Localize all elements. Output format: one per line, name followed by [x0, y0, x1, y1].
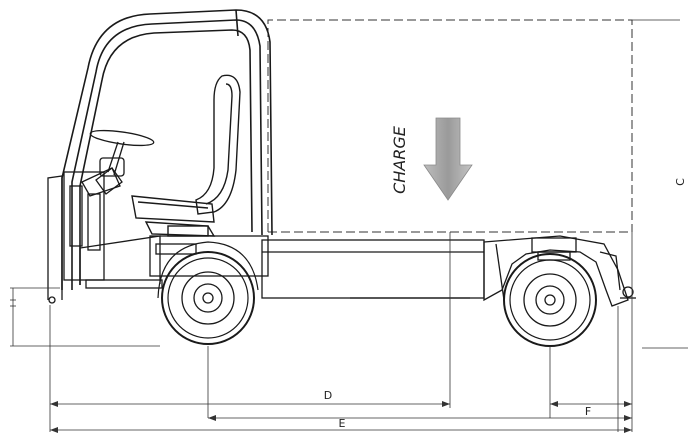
charge-arrow-icon [423, 117, 473, 201]
dimension-wheelbase [208, 415, 632, 421]
driver-seat [131, 74, 241, 237]
dimension-f-label: F [585, 405, 591, 418]
rear-wheel [503, 253, 597, 347]
steering-wheel [89, 129, 155, 195]
dimension-left-height [10, 287, 160, 347]
dimension-c: C [632, 19, 688, 349]
dimension-e-label: E [339, 417, 346, 430]
front-cowl [47, 167, 121, 300]
dimension-d: D [50, 389, 450, 407]
dimension-d-label: D [324, 389, 332, 402]
cab-frame [61, 9, 273, 290]
dimension-e: E [50, 417, 632, 433]
front-wheel [157, 241, 259, 345]
charge-label: CHARGE [390, 125, 409, 194]
extension-lines [49, 232, 633, 432]
dimension-c-label: C [674, 178, 687, 186]
dimension-f: F [550, 401, 632, 418]
